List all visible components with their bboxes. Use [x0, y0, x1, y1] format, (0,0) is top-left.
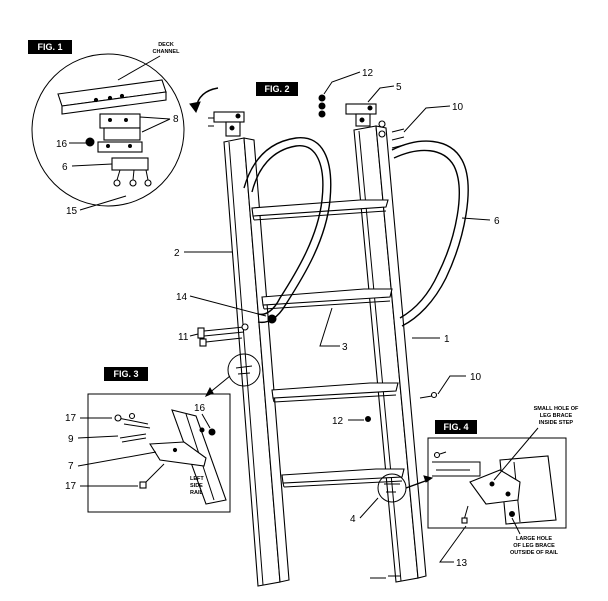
fig1-detail: FIG. 1 DECK CHANNEL 8 16 6 15 — [28, 40, 185, 217]
fig2-title: FIG. 2 — [264, 84, 289, 94]
left-side-rail-label-3: RAIL — [190, 490, 203, 496]
right-side-rail — [353, 125, 427, 583]
deck-channel-label-2: CHANNEL — [153, 49, 181, 55]
detail-circle-left — [227, 353, 261, 387]
large-hole-label-3: OUTSIDE OF RAIL — [510, 550, 559, 556]
ladder — [197, 94, 469, 587]
fig3-title: FIG. 3 — [113, 369, 138, 379]
fig1-title: FIG. 1 — [37, 42, 62, 52]
callout-5: 5 — [396, 82, 402, 93]
callout-13: 13 — [456, 558, 468, 569]
left-side-rail — [223, 137, 290, 587]
callout-10-mid: 10 — [470, 372, 482, 383]
large-hole-label-1: LARGE HOLE — [516, 536, 552, 542]
callout-12-top: 12 — [362, 68, 374, 79]
callout-6-main: 6 — [494, 216, 500, 227]
callout-17-b: 17 — [65, 481, 77, 492]
fig4-frame — [427, 437, 567, 529]
callout-15: 15 — [66, 206, 78, 217]
callout-11: 11 — [178, 332, 189, 343]
callout-9: 9 — [68, 434, 74, 445]
small-hole-label-3: INSIDE STEP — [539, 420, 574, 426]
rail-bolts — [197, 314, 438, 422]
callout-16-fig1: 16 — [56, 139, 68, 150]
callout-10-top: 10 — [452, 102, 464, 113]
right-handrail — [391, 140, 469, 327]
fig2-tag: FIG. 2 — [256, 82, 298, 96]
fig4-title: FIG. 4 — [443, 422, 468, 432]
fig3-frame — [87, 393, 231, 513]
left-handrail — [243, 137, 332, 324]
callout-7: 7 — [68, 461, 74, 472]
top-brackets — [208, 94, 405, 149]
callout-12-mid: 12 — [332, 416, 344, 427]
small-hole-label-2: LEG BRACE — [540, 413, 573, 419]
callout-14: 14 — [176, 292, 188, 303]
main-callouts: 12 5 10 6 2 14 11 3 1 10 12 4 13 — [174, 68, 500, 569]
fig1-circle — [31, 53, 185, 207]
callout-6-fig1: 6 — [62, 162, 68, 173]
left-side-rail-label-1: LEFT — [190, 476, 204, 482]
left-side-rail-label-2: SIDE — [190, 483, 203, 489]
callout-8: 8 — [173, 114, 179, 125]
callout-2: 2 — [174, 248, 180, 259]
callout-4: 4 — [350, 514, 356, 525]
fig3-detail: FIG. 3 LEFT SIDE RAIL 17 9 7 17 16 — [65, 367, 231, 513]
fig1-tag — [28, 40, 72, 54]
callout-3: 3 — [342, 342, 348, 353]
callout-16-fig3: 16 — [194, 403, 206, 414]
callout-17-a: 17 — [65, 413, 77, 424]
small-hole-label-1: SMALL HOLE OF — [534, 406, 579, 412]
large-hole-label-2: OF LEG BRACE — [513, 543, 555, 549]
callout-1: 1 — [444, 334, 450, 345]
deck-channel-label-1: DECK — [158, 42, 174, 48]
fig4-detail: FIG. 4 SMALL HOLE OF LEG BRACE INSIDE ST… — [427, 406, 579, 556]
